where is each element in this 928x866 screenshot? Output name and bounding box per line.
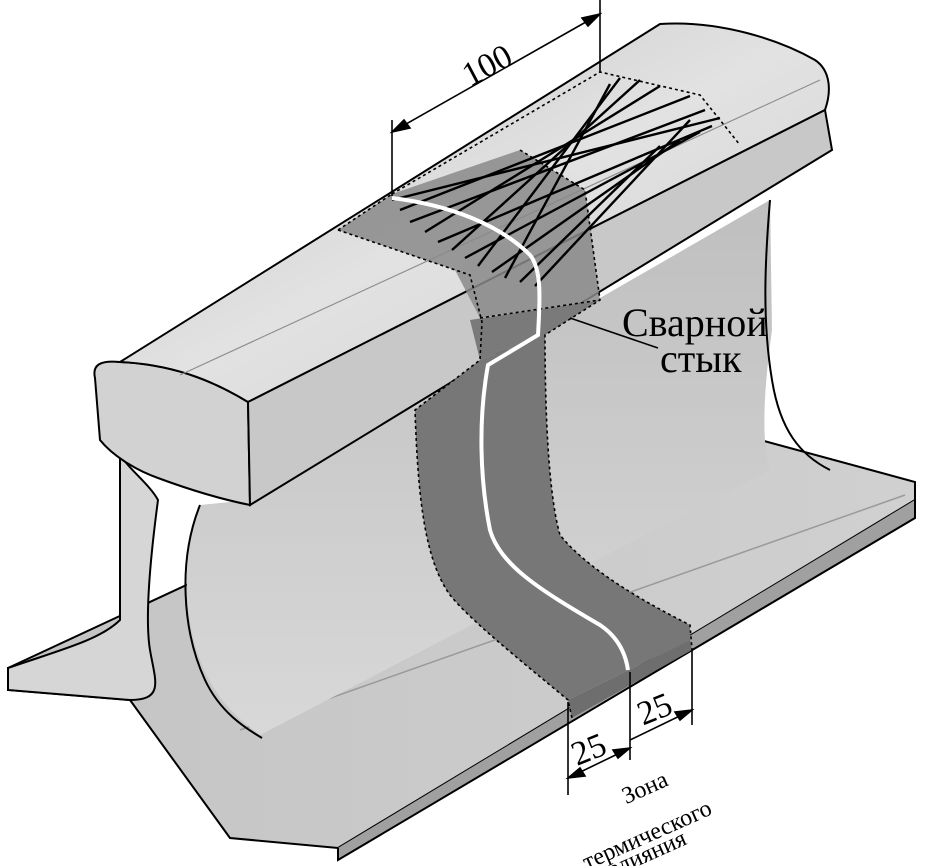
dimension-bottom: [565, 650, 695, 795]
dimension-left-label: 25: [566, 726, 611, 773]
heat-zone-web: [415, 335, 690, 700]
zone-label-line1: Зона: [618, 767, 672, 810]
weld-seam-line: [391, 196, 630, 671]
heat-affected-zone: [337, 71, 741, 719]
rail-web-end-curve: [184, 504, 263, 739]
dimension-top: [389, 0, 603, 196]
heat-zone-head-side: [470, 300, 600, 360]
weld-label-leader: [569, 317, 659, 349]
weld-label-line2: стык: [660, 336, 742, 381]
weld-label-line1: Сварной: [622, 300, 768, 345]
dimension-top-label: 100: [456, 37, 518, 94]
zone-label: Зона термического влияния: [579, 767, 716, 866]
dimension-right-label: 25: [632, 686, 677, 733]
rail-web-right-curve: [764, 199, 831, 471]
rail-web-end-profile: [7, 451, 160, 702]
